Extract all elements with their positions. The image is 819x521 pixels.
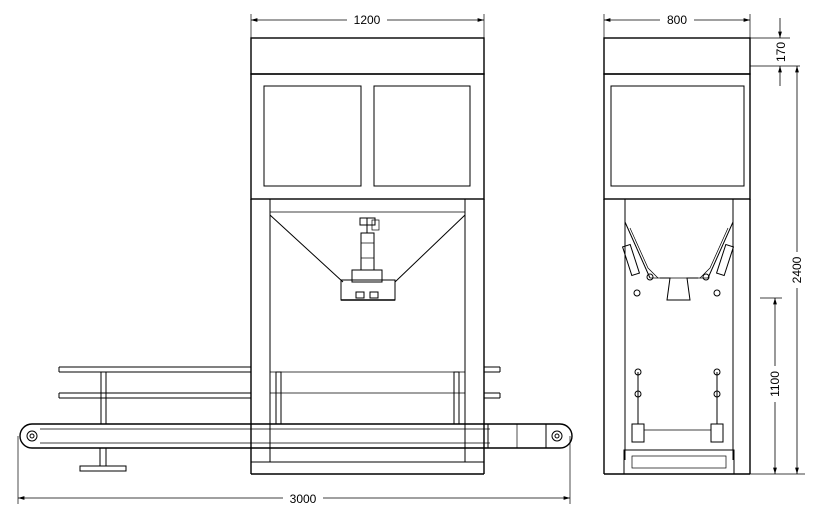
front-window-left xyxy=(263,85,362,187)
front-cabinet xyxy=(250,73,485,200)
hopper-left-wall xyxy=(269,214,344,283)
overall-length-label: 3000 xyxy=(290,492,317,506)
side-window xyxy=(610,85,745,187)
dim-lower-height: 1100 xyxy=(760,297,782,474)
side-view xyxy=(603,37,751,475)
front-window-right xyxy=(373,85,471,187)
dim-top-height: 170 xyxy=(750,18,800,86)
total-height-label: 2400 xyxy=(790,256,804,283)
dim-total-height: 2400 xyxy=(750,66,805,475)
front-width-label: 1200 xyxy=(354,13,381,27)
dim-overall-length: 3000 xyxy=(17,436,571,506)
side-top-box xyxy=(603,37,751,75)
side-conveyor-tray xyxy=(623,449,735,475)
conveyor xyxy=(19,423,573,472)
side-width-label: 800 xyxy=(667,13,687,27)
lower-height-label: 1100 xyxy=(768,371,782,397)
front-view xyxy=(19,37,573,475)
dim-side-width: 800 xyxy=(603,12,751,38)
hopper-right-wall xyxy=(394,214,466,283)
top-height-label: 170 xyxy=(774,42,788,62)
dim-front-width: 1200 xyxy=(250,12,485,38)
center-cylinder xyxy=(360,232,375,271)
side-hopper-outlet xyxy=(660,277,698,301)
front-top-box xyxy=(250,37,485,75)
bag-clamp xyxy=(340,279,396,301)
side-cabinet xyxy=(603,73,751,200)
